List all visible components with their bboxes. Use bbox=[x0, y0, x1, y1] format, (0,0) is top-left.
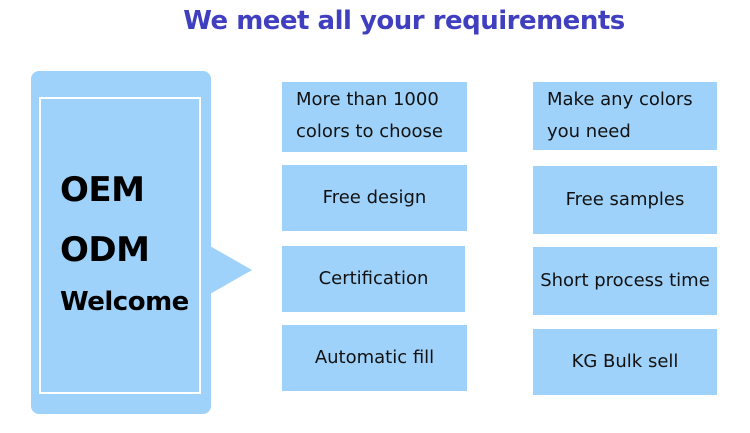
oem-panel bbox=[31, 71, 211, 414]
feature-free-samples: Free samples bbox=[533, 166, 717, 234]
feature-automatic-fill: Automatic fill bbox=[282, 325, 467, 391]
feature-colors-to-choose: More than 1000 colors to choose bbox=[282, 82, 467, 152]
feature-kg-bulk-sell: KG Bulk sell bbox=[533, 329, 717, 395]
panel-welcome-text: Welcome bbox=[60, 287, 189, 317]
panel-frame bbox=[39, 97, 201, 394]
page-title: We meet all your requirements bbox=[183, 6, 625, 36]
feature-short-process-time: Short process time bbox=[533, 247, 717, 315]
feature-certification: Certification bbox=[282, 246, 465, 312]
panel-odm-text: ODM bbox=[60, 230, 150, 270]
feature-free-design: Free design bbox=[282, 165, 467, 231]
panel-oem-text: OEM bbox=[60, 170, 145, 210]
panel-pointer bbox=[210, 246, 252, 294]
feature-make-any-colors: Make any colors you need bbox=[533, 82, 717, 150]
